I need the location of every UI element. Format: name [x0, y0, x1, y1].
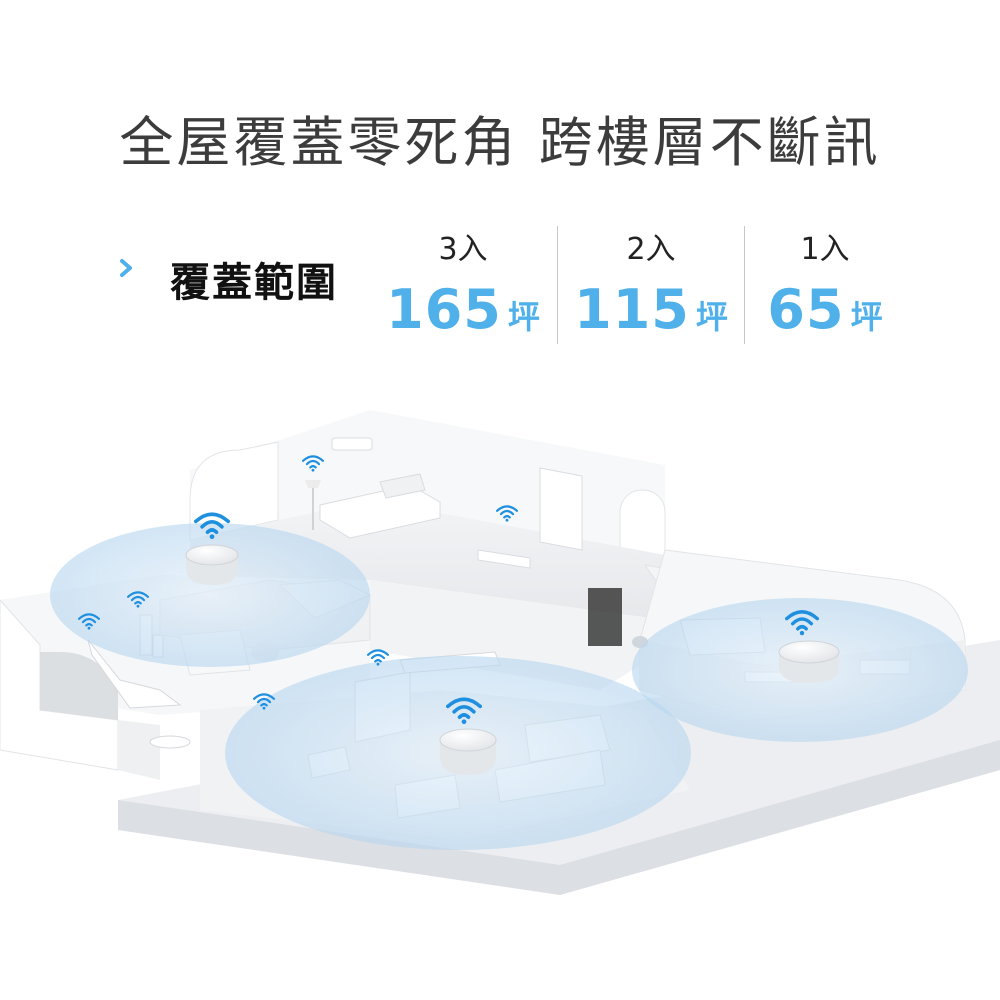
pack-area-value: 65 [767, 278, 845, 341]
divider [744, 226, 745, 344]
pack-area-value: 165 [386, 278, 502, 341]
house-illustration [0, 410, 1000, 895]
pack-area-value: 115 [574, 278, 690, 341]
coverage-label: 覆蓋範圍 [170, 260, 338, 306]
mesh-router-icon [185, 544, 239, 585]
pack-qty: 2入 [626, 232, 676, 267]
pack-area-unit: 坪 [850, 298, 883, 336]
divider [557, 226, 558, 344]
pack-area-unit: 坪 [507, 298, 540, 336]
pack-qty: 1入 [800, 232, 850, 267]
pack-area-unit: 坪 [695, 298, 728, 336]
pack-qty: 3入 [438, 232, 488, 267]
mesh-router-icon [439, 728, 497, 775]
coverage-zone-upper [50, 523, 370, 667]
mesh-router-icon [778, 640, 840, 683]
chevron-right-icon [120, 259, 132, 277]
headline: 全屋覆蓋零死角 跨樓層不斷訊 [119, 111, 881, 175]
